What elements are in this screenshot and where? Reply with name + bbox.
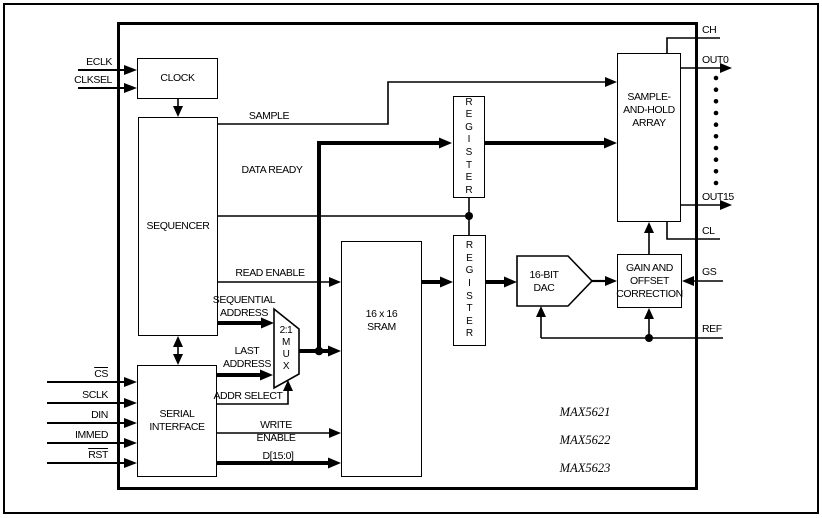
- part-number-1: MAX5621: [559, 405, 611, 419]
- signal-label-sequential-address: SEQUENTIAL ADDRESS: [212, 294, 276, 319]
- wire-gain-sha: [644, 222, 654, 254]
- sram-block: 16 x 16 SRAM: [341, 241, 422, 477]
- bus-register-top-output: [485, 137, 617, 149]
- pin-wire-immed: [47, 438, 137, 448]
- signal-label-addr-select: ADDR SELECT: [213, 390, 283, 402]
- figure-frame: [3, 3, 819, 514]
- pin-wire-gs: [682, 276, 723, 286]
- bus-sram-output: [422, 276, 453, 288]
- gain-offset-label: GAIN AND OFFSET CORRECTION: [616, 261, 683, 300]
- part-number-3: MAX5623: [559, 461, 611, 475]
- register-top-block: R E G I S T E R: [453, 96, 485, 198]
- mux-label: 2:1 M U X: [279, 325, 293, 372]
- mux-shape: [273, 307, 300, 390]
- bus-d150: [217, 457, 341, 469]
- wire-read-enable: [218, 277, 341, 287]
- pin-label-din: DIN: [91, 409, 108, 421]
- pin-label-cs: CS: [46, 368, 108, 381]
- bus-register-bottom-output: [486, 276, 517, 288]
- wire-sample: [218, 77, 617, 125]
- serial-interface-label: SERIAL INTERFACE: [149, 408, 205, 433]
- sequencer-block: SEQUENCER: [138, 117, 218, 336]
- clock-block: CLOCK: [137, 58, 218, 99]
- signal-label-read-enable: READ ENABLE: [235, 267, 305, 279]
- bus-sequential-address: [218, 317, 274, 329]
- pin-label-ref: REF: [702, 323, 722, 335]
- sequencer-label: SEQUENCER: [146, 220, 210, 232]
- pin-wire-out15: [681, 200, 732, 210]
- signal-label-write-enable: WRITE ENABLE: [256, 419, 296, 444]
- wire-clock-sequencer: [173, 99, 183, 117]
- pin-wire-din: [47, 418, 137, 428]
- dac-label: 16-BIT DAC: [529, 269, 559, 294]
- bus-mux-to-register-top: [317, 137, 452, 351]
- pin-label-immed: IMMED: [75, 429, 108, 441]
- register-top-label: R E G I S T E R: [465, 96, 473, 196]
- serial-interface-block: SERIAL INTERFACE: [137, 365, 217, 477]
- pin-label-sclk: SCLK: [82, 389, 108, 401]
- sample-hold-array-block: SAMPLE- AND-HOLD ARRAY: [617, 53, 681, 222]
- bus-mux-output: [299, 345, 341, 357]
- pin-wire-cl: [666, 222, 720, 240]
- pin-wire-out0: [681, 63, 732, 73]
- pin-label-eclk: ECLK: [86, 56, 112, 68]
- pin-wire-cs: [47, 377, 137, 387]
- pin-wire-eclk: [78, 65, 137, 75]
- clock-label: CLOCK: [160, 72, 195, 84]
- pin-label-clksel: CLKSEL: [74, 74, 112, 86]
- signal-label-sample: SAMPLE: [248, 110, 290, 122]
- pin-label-gs: GS: [702, 266, 717, 278]
- sample-hold-array-label: SAMPLE- AND-HOLD ARRAY: [623, 91, 675, 129]
- pin-label-cs-text: CS: [94, 368, 108, 380]
- wire-data-ready: [218, 198, 473, 235]
- wire-write-enable: [217, 428, 341, 438]
- part-numbers: MAX5621 MAX5622 MAX5623: [552, 391, 618, 475]
- pin-wire-ch: [666, 37, 720, 53]
- pin-label-rst-text: RST: [88, 449, 108, 461]
- signal-label-data-ready: DATA READY: [241, 164, 303, 176]
- pin-label-out15: OUT15: [702, 191, 734, 203]
- register-bottom-block: R E G I S T E R: [453, 235, 486, 346]
- signal-label-last-address: LAST ADDRESS: [223, 345, 271, 370]
- bus-last-address: [217, 369, 273, 381]
- pin-label-rst: RST: [46, 449, 108, 462]
- wire-addr-select: [217, 380, 293, 405]
- sram-label: 16 x 16 SRAM: [365, 308, 398, 333]
- dac-shape: [516, 255, 594, 307]
- gain-offset-block: GAIN AND OFFSET CORRECTION: [616, 254, 683, 308]
- register-bottom-label: R E G I S T E R: [465, 240, 474, 340]
- pin-wire-ref: [536, 306, 723, 342]
- pin-label-out0: OUT0: [702, 54, 729, 66]
- pin-label-cl: CL: [702, 225, 715, 237]
- wire-dac-gain: [592, 276, 617, 286]
- pin-wire-clksel: [78, 83, 137, 93]
- output-ellipsis-dots: [713, 75, 719, 186]
- wire-sequencer-serial-bidir: [173, 336, 183, 365]
- signal-label-d150: D[15:0]: [262, 450, 294, 462]
- chip-boundary: [117, 22, 698, 490]
- pin-label-ch: CH: [702, 24, 717, 36]
- part-number-2: MAX5622: [559, 433, 611, 447]
- pin-wire-rst: [47, 458, 137, 468]
- pin-wire-sclk: [47, 398, 137, 408]
